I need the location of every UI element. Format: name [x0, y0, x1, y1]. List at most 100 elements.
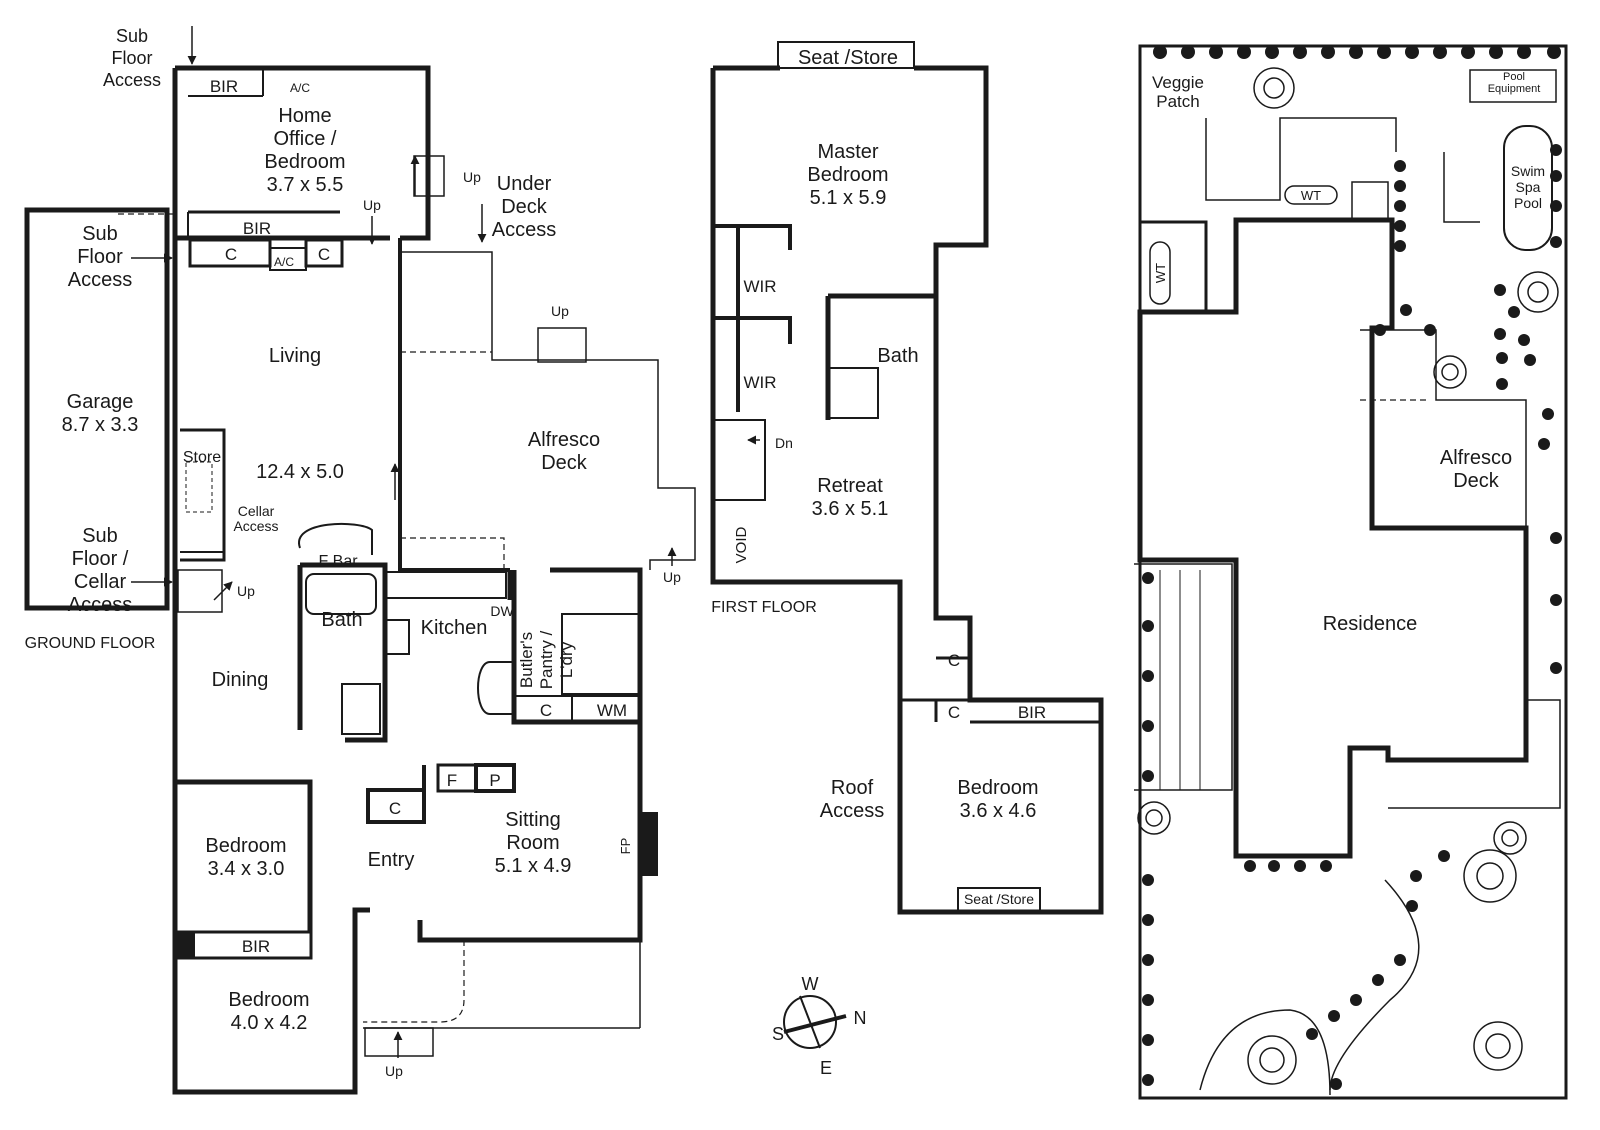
label-line: 3.6 x 4.6: [960, 800, 1037, 822]
label-line: Living: [269, 345, 321, 367]
label-line: Bedroom: [957, 777, 1038, 799]
label-line: Access: [68, 269, 132, 291]
label-line: Spa: [1516, 179, 1541, 195]
entry-label: Entry: [368, 849, 415, 871]
kitchen-label: Kitchen: [421, 617, 488, 639]
label-line: Deck: [501, 196, 548, 218]
living-dims-label: 12.4 x 5.0: [256, 461, 344, 483]
label-line: Cellar: [74, 571, 127, 593]
compass-n: N: [854, 1008, 867, 1028]
label-line: Floor: [77, 246, 123, 268]
label-line: Kitchen: [421, 617, 488, 639]
residence-outline: [1137, 217, 1529, 859]
wm-label: WM: [597, 701, 627, 720]
label-line: Floor /: [72, 548, 129, 570]
label-line: L'dry: [557, 641, 576, 678]
c-cupboard-a: C: [225, 245, 237, 264]
bath-label: Bath: [321, 609, 362, 631]
up-cellar: Up: [237, 583, 255, 599]
label-line: 3.6 x 5.1: [812, 498, 889, 520]
up-entry: Up: [385, 1063, 403, 1079]
label-line: Bedroom: [807, 164, 888, 186]
fireplace-label: FP: [618, 838, 633, 855]
label-line: Equipment: [1488, 83, 1541, 95]
bir-office: BIR: [210, 77, 238, 96]
c-cupboard-d: C: [389, 799, 401, 818]
label-line: Deck: [1453, 470, 1500, 492]
label-line: Patch: [1156, 92, 1199, 111]
label-line: Access: [103, 70, 161, 90]
compass-e: E: [820, 1058, 832, 1078]
label-line: Floor: [111, 48, 152, 68]
label-line: Bedroom: [228, 989, 309, 1011]
label-line: 4.0 x 4.2: [231, 1012, 308, 1034]
site-boundary: [1138, 44, 1568, 1100]
first-floor-plan: [710, 41, 1104, 915]
label-line: Pantry /: [537, 630, 556, 689]
label-line: 5.1 x 4.9: [495, 855, 572, 877]
up-office-stairs: Up: [463, 169, 481, 185]
label-line: Bath: [321, 609, 362, 631]
c-first-a: C: [948, 651, 960, 670]
label-line: Veggie: [1152, 73, 1204, 92]
compass-labels: W N S E: [772, 974, 867, 1078]
label-line: Garage: [67, 391, 134, 413]
bir-office-lower: BIR: [243, 219, 271, 238]
label-line: Alfresco: [528, 429, 600, 451]
access-arrows: [131, 26, 760, 1058]
up-deck-side: Up: [663, 569, 681, 585]
first-floor-caption: FIRST FLOOR: [711, 599, 817, 616]
water-tank-a: WT: [1301, 188, 1321, 203]
up-alfresco: Up: [551, 303, 569, 319]
label-line: 5.1 x 5.9: [810, 187, 887, 209]
label-line: 12.4 x 5.0: [256, 461, 344, 483]
residence-label: Residence: [1323, 613, 1418, 635]
label-line: Bedroom: [264, 151, 345, 173]
label-line: Alfresco: [1440, 447, 1512, 469]
pantry-label: Butler'sPantry /L'dry: [517, 630, 576, 689]
first-floor-walls: [710, 65, 1104, 915]
void-label: VOID: [733, 527, 750, 564]
bir-bedroom: BIR: [242, 937, 270, 956]
label-line: Room: [506, 832, 559, 854]
label-line: Deck: [541, 452, 588, 474]
bir-first: BIR: [1018, 703, 1046, 722]
up-office-door: Up: [363, 197, 381, 213]
c-cupboard-c: C: [540, 701, 552, 720]
ac-lower: A/C: [274, 255, 294, 269]
label-line: Retreat: [817, 475, 883, 497]
living-label: Living: [269, 345, 321, 367]
label-line: Dining: [212, 669, 269, 691]
label-line: Master: [817, 141, 878, 163]
label-line: Roof: [831, 777, 874, 799]
first-bath-label: Bath: [877, 345, 918, 367]
store-label: Store: [183, 449, 221, 466]
label-line: Access: [492, 219, 556, 241]
dw-label: DW: [490, 603, 514, 619]
tree-icons: [1137, 67, 1559, 1085]
wir-b: WIR: [743, 373, 776, 392]
f-bar-label: F Bar: [318, 553, 358, 570]
label-line: 3.4 x 3.0: [208, 858, 285, 880]
c-cupboard-b: C: [318, 245, 330, 264]
site-plan: [1134, 44, 1568, 1100]
label-line: Sitting: [505, 809, 561, 831]
label-line: Swim: [1511, 163, 1545, 179]
dn-label: Dn: [775, 435, 793, 451]
label-line: Access: [820, 800, 884, 822]
label-line: Home: [278, 105, 331, 127]
label-line: Access: [233, 518, 278, 534]
